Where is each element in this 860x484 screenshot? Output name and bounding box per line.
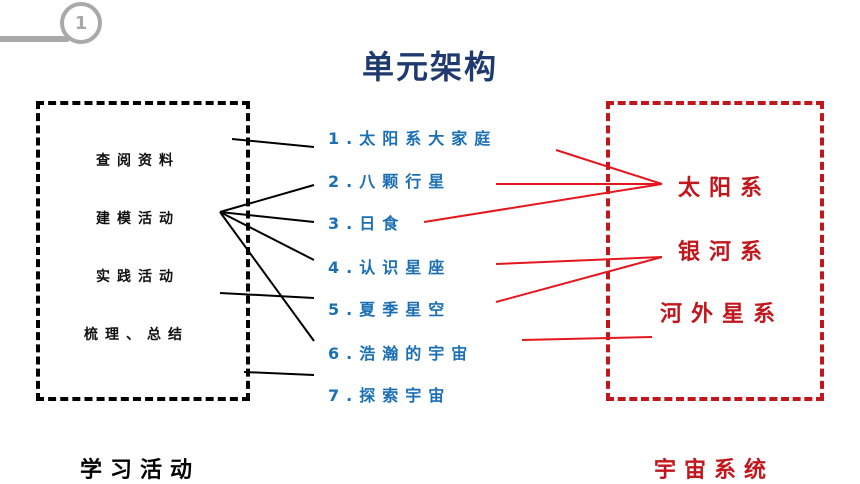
link-lesson-1-system-1 [555, 149, 663, 185]
link-activity-2-lesson-2 [219, 184, 315, 213]
lesson-7: 7.探索宇宙 [328, 386, 452, 405]
universe-systems-box [606, 101, 824, 401]
system-milky-way: 银河系 [678, 240, 772, 265]
lesson-6: 6.浩瀚的宇宙 [328, 344, 475, 363]
link-lesson-6-system-3 [521, 336, 653, 341]
activity-modeling: 建模活动 [96, 211, 180, 227]
link-activity-2-lesson-4 [219, 211, 315, 261]
activity-review: 梳理、总结 [84, 327, 189, 343]
link-activity-1-lesson-1 [231, 138, 315, 148]
link-activity-2-lesson-6 [219, 211, 315, 342]
link-lesson-3-system-1 [423, 183, 663, 223]
header-bar [0, 36, 70, 42]
link-activity-4-lesson-7 [243, 371, 315, 376]
lesson-1: 1.太阳系大家庭 [328, 129, 498, 148]
system-solar: 太阳系 [678, 176, 772, 201]
link-activity-3-lesson-5 [219, 292, 315, 299]
page-title: 单元架构 [361, 48, 498, 86]
system-extragalactic: 河外星系 [660, 302, 785, 327]
lesson-5: 5.夏季星空 [328, 300, 452, 319]
lesson-2: 2.八颗行星 [328, 172, 452, 191]
activity-research: 查阅资料 [96, 153, 180, 169]
caption-learning-activities: 学习活动 [80, 458, 201, 483]
section-number-badge: 1 [60, 2, 102, 44]
caption-universe-systems: 宇宙系统 [654, 458, 775, 483]
link-lesson-5-system-2 [495, 256, 663, 303]
lesson-4: 4.认识星座 [328, 258, 452, 277]
link-activity-2-lesson-3 [219, 211, 315, 223]
section-number: 1 [74, 12, 88, 34]
activity-practice: 实践活动 [96, 269, 180, 285]
link-lesson-4-system-2 [495, 256, 663, 265]
lesson-3: 3.日食 [328, 214, 406, 233]
